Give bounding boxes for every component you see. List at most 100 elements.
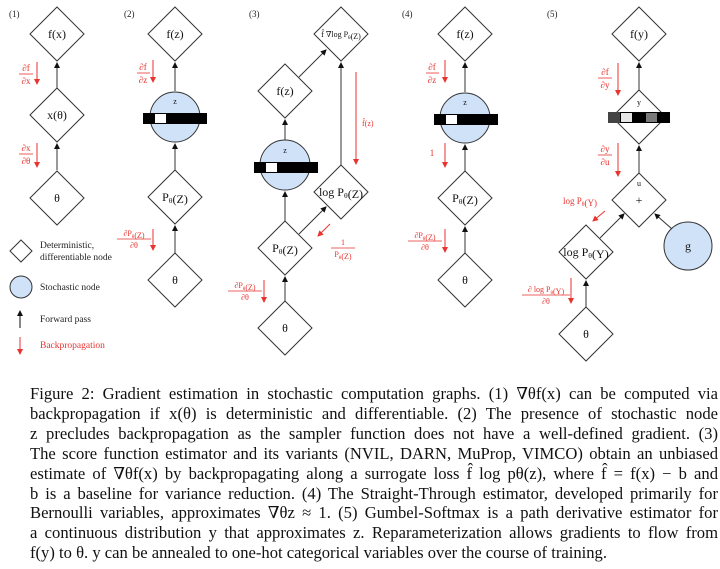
node-theta: θ <box>437 252 493 308</box>
caption-line: a continuous distribution y that approxi… <box>30 523 718 543</box>
svg-text:∂θ: ∂θ <box>241 293 249 302</box>
node-theta: θ <box>29 170 85 226</box>
gradient-estimation-diagram: (1) f(x) x(θ) θ ∂f ∂x ∂x ∂θ <box>9 6 713 362</box>
svg-text:∂f: ∂f <box>428 62 435 72</box>
panel-1: (1) f(x) x(θ) θ ∂f ∂x ∂x ∂θ <box>9 6 85 226</box>
node-log-p: log Pθ(Z) <box>313 164 369 220</box>
legend-item-forward: Forward pass <box>17 310 91 328</box>
svg-text:y: y <box>637 98 641 107</box>
node-theta: θ <box>257 300 313 356</box>
panel-3-label: (3) <box>249 9 260 19</box>
node-fy: f(y) <box>611 6 667 62</box>
svg-text:log Pθ(Y): log Pθ(Y) <box>563 245 608 261</box>
svg-text:∂y: ∂y <box>601 144 610 154</box>
svg-text:z: z <box>463 98 467 107</box>
legend: Deterministic, differentiable node Stoch… <box>9 239 112 355</box>
svg-text:∂f: ∂f <box>22 63 29 73</box>
svg-text:∂θ: ∂θ <box>22 156 31 166</box>
svg-text:θ: θ <box>172 273 178 287</box>
svg-text:∂x: ∂x <box>22 143 31 153</box>
caption-line: f(y) to θ. y can be annealed to one-hot … <box>30 543 607 563</box>
svg-text:∂Pθ(Z): ∂Pθ(Z) <box>234 281 255 292</box>
svg-text:f(z): f(z) <box>276 84 293 98</box>
gradient-dp-dtheta: ∂Pθ(Z) ∂θ <box>228 280 267 303</box>
svg-text:Stochastic node: Stochastic node <box>40 283 100 293</box>
svg-text:∂θ: ∂θ <box>130 241 138 250</box>
node-theta: θ <box>558 306 614 362</box>
svg-text:x(θ): x(θ) <box>47 108 67 122</box>
gradient-dp-dtheta: ∂Pθ(Z) ∂θ <box>117 229 156 251</box>
svg-text:z: z <box>283 146 287 155</box>
svg-text:f(z): f(z) <box>456 27 473 41</box>
svg-text:f̂(z): f̂(z) <box>362 117 374 128</box>
gradient-df-dz: ∂f ∂z <box>426 60 448 85</box>
svg-text:∂f: ∂f <box>601 67 608 77</box>
one-hot-bar <box>143 113 207 124</box>
svg-text:z: z <box>173 97 177 106</box>
node-fz: f(z) <box>257 63 313 119</box>
svg-text:f(y): f(y) <box>630 27 648 41</box>
caption-line: The score function estimator and its var… <box>30 443 718 463</box>
gradient-df-dx: ∂f ∂x <box>19 62 40 86</box>
panel-3: (3) f̂ ∇log Pθ(Z) f(z) z log Pθ(Z) <box>228 6 374 356</box>
gradient-inverse-p: 1 Pθ(Z) <box>317 223 355 261</box>
gradient-df-dy: ∂f ∂y <box>598 63 621 96</box>
caption-line: z precludes backpropagation as the sampl… <box>30 423 718 443</box>
svg-text:∂Pθ(Z): ∂Pθ(Z) <box>123 229 144 240</box>
caption-line: Figure 2: Gradient estimation in stochas… <box>30 384 718 403</box>
svg-text:differentiable node: differentiable node <box>40 252 112 263</box>
svg-text:θ: θ <box>282 321 288 335</box>
gradient-dp-dtheta: ∂Pθ(Z) ∂θ <box>408 229 448 253</box>
node-log-p-y: log Pθ(Y) <box>558 224 614 280</box>
svg-text:∂y: ∂y <box>601 80 610 90</box>
svg-text:log Pθ(Y): log Pθ(Y) <box>563 196 597 208</box>
legend-item-backprop: Backpropagation <box>17 337 105 355</box>
node-u-plus: u + <box>611 172 667 228</box>
svg-text:∂z: ∂z <box>139 75 147 85</box>
panel-5-label: (5) <box>547 9 558 19</box>
node-x-theta: x(θ) <box>29 87 85 143</box>
node-p-theta: Pθ(Z) <box>147 169 203 225</box>
stochastic-node-g: g <box>663 221 713 271</box>
node-y-relaxed: y <box>608 89 670 145</box>
stochastic-node-z: z <box>254 139 318 191</box>
svg-text:f(x): f(x) <box>48 27 66 41</box>
one-hot-bar <box>434 114 498 125</box>
one-hot-bar <box>254 162 318 173</box>
svg-text:g: g <box>685 239 691 253</box>
svg-text:log Pθ(Z): log Pθ(Z) <box>319 185 363 201</box>
svg-text:θ: θ <box>462 273 468 287</box>
gradient-df-dz: ∂f ∂z <box>137 60 156 85</box>
svg-text:u: u <box>637 179 641 188</box>
svg-text:1: 1 <box>430 148 435 158</box>
panel-1-label: (1) <box>9 9 20 19</box>
gradient-dx-dtheta: ∂x ∂θ <box>19 143 40 168</box>
panel-5: (5) f(y) y u + log Pθ(Y) <box>522 6 713 362</box>
node-p-theta: Pθ(Z) <box>257 220 313 276</box>
stochastic-node-z: z <box>434 92 498 144</box>
svg-text:∂x: ∂x <box>22 76 31 86</box>
caption-line: Bernoulli variables, approximates ∇θz ≈ … <box>30 503 718 523</box>
panel-4: (4) f(z) z Pθ(Z) θ ∂f ∂z <box>402 6 498 308</box>
caption-line: b is a baseline for variance reduction. … <box>30 483 718 503</box>
node-surrogate-loss: f̂ ∇log Pθ(Z) <box>313 6 369 62</box>
svg-text:∂z: ∂z <box>428 75 436 85</box>
svg-text:∂ log Pθ(Y): ∂ log Pθ(Y) <box>528 285 565 296</box>
svg-text:∂θ: ∂θ <box>421 243 429 252</box>
diamond-icon <box>9 239 33 263</box>
svg-text:∂θ: ∂θ <box>542 297 550 306</box>
gradient-dlogp-dtheta: ∂ log Pθ(Y) ∂θ <box>522 278 574 306</box>
svg-text:1: 1 <box>341 238 345 247</box>
node-theta: θ <box>147 252 203 308</box>
gradient-identity: 1 <box>430 143 448 168</box>
svg-text:∂f: ∂f <box>139 62 146 72</box>
softmax-bar <box>608 112 670 123</box>
svg-text:Pθ(Z): Pθ(Z) <box>452 191 478 207</box>
svg-text:Forward pass: Forward pass <box>40 315 91 325</box>
svg-text:Pθ(Z): Pθ(Z) <box>162 190 188 206</box>
svg-text:Pθ(Z): Pθ(Z) <box>272 241 298 257</box>
node-fx: f(x) <box>29 6 85 62</box>
figure-caption: Figure 2: Gradient estimation in stochas… <box>30 384 718 563</box>
panel-4-label: (4) <box>402 9 413 19</box>
svg-text:∂u: ∂u <box>601 157 610 167</box>
